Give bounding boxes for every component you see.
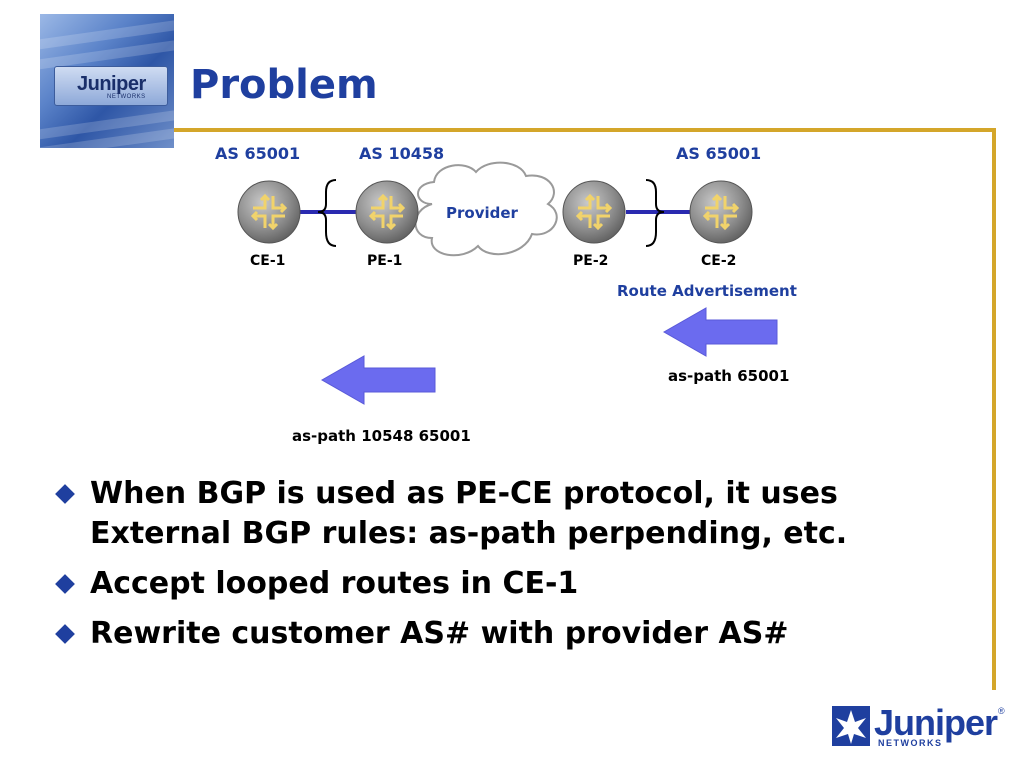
header-logo-text: Juniper: [77, 73, 146, 95]
juniper-leaf-icon: [832, 706, 870, 746]
bullet-text: Accept looped routes in CE-1: [90, 566, 579, 601]
diamond-bullet-icon: [55, 574, 75, 594]
provider-cloud: [414, 161, 558, 257]
router-ce1: [237, 180, 301, 244]
node-label-ce2: CE-2: [701, 253, 737, 269]
footer-logo-text: Juniper: [874, 702, 998, 743]
router-pe2: [562, 180, 626, 244]
header-logo-subtext: NETWORKS: [107, 94, 146, 100]
footer-logo-subtext: NETWORKS: [878, 738, 943, 748]
slide-title: Problem: [190, 62, 378, 108]
arrow-advertisement-1: [662, 307, 778, 357]
arrow-advertisement-2: [320, 355, 436, 405]
footer-logo: Juniper NETWORKS ®: [830, 700, 1010, 756]
as-label-ce1: AS 65001: [215, 144, 301, 163]
diamond-bullet-icon: [55, 484, 75, 504]
right-brace: [645, 179, 665, 247]
bullet-item: Accept looped routes in CE-1: [55, 564, 956, 604]
router-ce2: [689, 180, 753, 244]
right-rule: [992, 128, 996, 690]
as-path-label-1: as-path 65001: [668, 367, 790, 385]
node-label-pe2: PE-2: [573, 253, 609, 269]
bullet-text: Rewrite customer AS# with provider AS#: [90, 616, 789, 651]
as-label-provider: AS 10458: [359, 144, 445, 163]
bullet-text: When BGP is used as PE-CE protocol, it u…: [90, 476, 848, 551]
bullet-item: When BGP is used as PE-CE protocol, it u…: [55, 474, 956, 554]
header-logo-image: Juniper NETWORKS: [40, 14, 174, 148]
route-advertisement-label: Route Advertisement: [617, 282, 797, 300]
cloud-label: Provider: [446, 204, 518, 222]
top-rule: [174, 128, 996, 132]
diamond-bullet-icon: [55, 624, 75, 644]
bullet-item: Rewrite customer AS# with provider AS#: [55, 614, 956, 654]
registered-mark: ®: [998, 706, 1005, 716]
left-brace: [317, 179, 337, 247]
node-label-pe1: PE-1: [367, 253, 403, 269]
node-label-ce1: CE-1: [250, 253, 286, 269]
as-path-label-2: as-path 10548 65001: [292, 427, 471, 445]
as-label-ce2: AS 65001: [676, 144, 762, 163]
router-pe1: [355, 180, 419, 244]
header-logo-plate: Juniper NETWORKS: [54, 66, 168, 106]
bullet-list: When BGP is used as PE-CE protocol, it u…: [55, 474, 956, 664]
